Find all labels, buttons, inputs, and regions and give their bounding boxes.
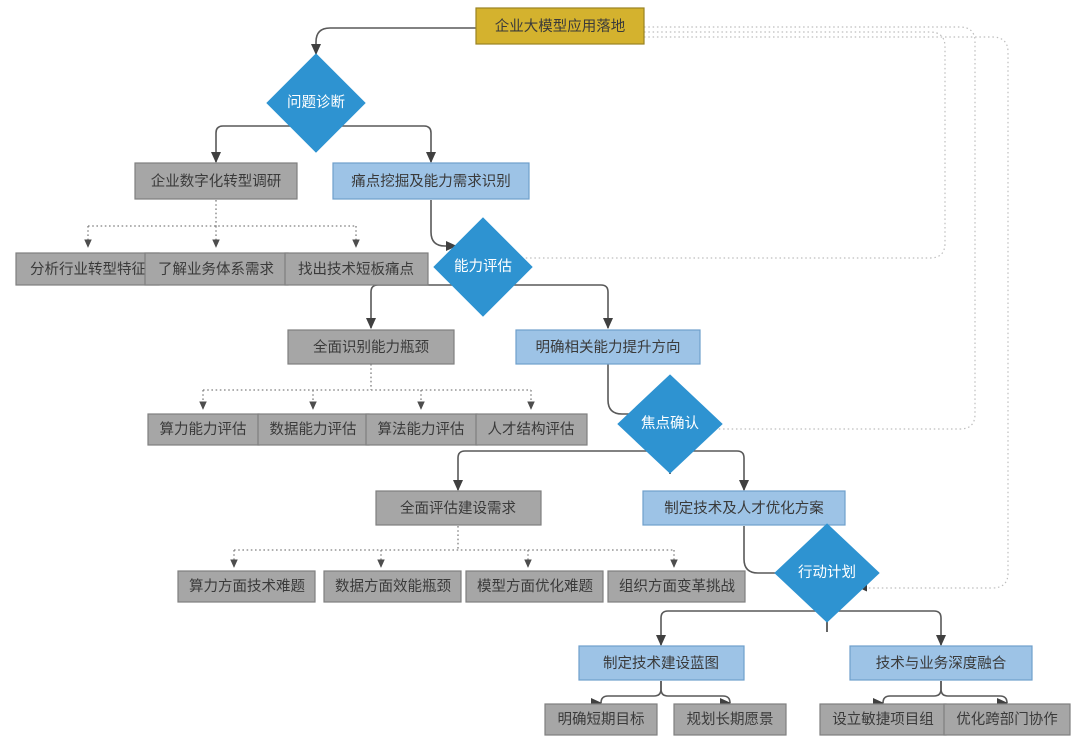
tech-gaps-box[interactable]	[284, 252, 429, 286]
dotted-fanouts	[84, 200, 678, 568]
capability-diamond[interactable]	[433, 217, 533, 317]
algorithm-eval-box[interactable]	[365, 413, 478, 446]
node-data-eval[interactable]: 数据能力评估	[257, 413, 370, 446]
identify-bottleneck-box[interactable]	[287, 329, 455, 365]
org-issue-box[interactable]	[607, 570, 746, 603]
node-org-issue[interactable]: 组织方面变革挑战	[607, 570, 746, 603]
node-long-term-vision[interactable]: 规划长期愿景	[673, 703, 787, 736]
node-algorithm-eval[interactable]: 算法能力评估	[365, 413, 478, 446]
node-tech-business-fusion[interactable]: 技术与业务深度融合	[849, 645, 1033, 681]
root-box[interactable]	[475, 7, 645, 45]
edge-n3b-to-d4	[743, 526, 802, 579]
node-uplift-direction[interactable]: 明确相关能力提升方向	[515, 329, 701, 365]
data-issue-box[interactable]	[323, 570, 462, 603]
node-digital-survey[interactable]: 企业数字化转型调研	[134, 162, 298, 200]
cross-dept-box[interactable]	[943, 703, 1071, 736]
edge-root-to-d1	[310, 27, 476, 56]
loop-to-focus	[644, 26, 976, 433]
node-model-issue[interactable]: 模型方面优化难题	[465, 570, 604, 603]
edge-d3-to-n3a	[452, 450, 671, 492]
edge-n1b-to-d2	[430, 200, 458, 252]
node-compute-eval[interactable]: 算力能力评估	[147, 413, 260, 446]
node-tech-talent-plan[interactable]: 制定技术及人才优化方案	[642, 490, 846, 526]
assess-build-needs-box[interactable]	[375, 490, 542, 526]
action-plan-diamond[interactable]	[774, 523, 880, 623]
node-cross-dept[interactable]: 优化跨部门协作	[943, 703, 1071, 736]
edge-d4-to-n4b	[826, 610, 947, 647]
uplift-direction-box[interactable]	[515, 329, 701, 365]
focus-diamond[interactable]	[617, 374, 723, 474]
long-term-vision-box[interactable]	[673, 703, 787, 736]
painpoint-mining-box[interactable]	[332, 162, 530, 200]
digital-survey-box[interactable]	[134, 162, 298, 200]
node-compute-issue[interactable]: 算力方面技术难题	[177, 570, 316, 603]
loop-to-capability	[512, 31, 946, 262]
node-root[interactable]: 企业大模型应用落地	[475, 7, 645, 45]
loop-to-action	[644, 36, 1009, 592]
tech-business-fusion-box[interactable]	[849, 645, 1033, 681]
agile-team-box[interactable]	[819, 703, 947, 736]
tech-talent-plan-box[interactable]	[642, 490, 846, 526]
node-capability-assessment[interactable]: 能力评估	[433, 217, 533, 317]
edge-n4b-to-l4c	[877, 681, 942, 705]
node-data-issue[interactable]: 数据方面效能瓶颈	[323, 570, 462, 603]
node-industry-traits[interactable]: 分析行业转型特征	[15, 252, 160, 286]
node-agile-team[interactable]: 设立敏捷项目组	[819, 703, 947, 736]
compute-eval-box[interactable]	[147, 413, 260, 446]
node-assess-build-needs[interactable]: 全面评估建设需求	[375, 490, 542, 526]
feedback-loops	[512, 26, 1009, 592]
node-short-term-goal[interactable]: 明确短期目标	[544, 703, 658, 736]
node-talent-eval[interactable]: 人才结构评估	[475, 413, 588, 446]
talent-eval-box[interactable]	[475, 413, 588, 446]
business-needs-box[interactable]	[144, 252, 289, 286]
tech-blueprint-box[interactable]	[578, 645, 745, 681]
compute-issue-box[interactable]	[177, 570, 316, 603]
edge-n4b-to-l4d	[940, 681, 1013, 705]
node-business-needs[interactable]: 了解业务体系需求	[144, 252, 289, 286]
industry-traits-box[interactable]	[15, 252, 160, 286]
edge-n4a-to-l4b	[660, 681, 736, 705]
model-issue-box[interactable]	[465, 570, 604, 603]
node-tech-gaps[interactable]: 找出技术短板痛点	[284, 252, 429, 286]
edge-n4a-to-l4a	[595, 681, 662, 705]
edge-n2b-to-d3	[607, 364, 645, 420]
node-tech-blueprint[interactable]: 制定技术建设蓝图	[578, 645, 745, 681]
edge-d4-to-n4a	[655, 610, 828, 647]
node-action-plan[interactable]: 行动计划	[774, 523, 880, 623]
node-identify-bottleneck[interactable]: 全面识别能力瓶颈	[287, 329, 455, 365]
diagnosis-diamond[interactable]	[266, 53, 366, 153]
node-diagnosis[interactable]: 问题诊断	[266, 53, 366, 153]
short-term-goal-box[interactable]	[544, 703, 658, 736]
node-painpoint-mining[interactable]: 痛点挖掘及能力需求识别	[332, 162, 530, 200]
data-eval-box[interactable]	[257, 413, 370, 446]
node-focus-confirm[interactable]: 焦点确认	[617, 374, 723, 474]
